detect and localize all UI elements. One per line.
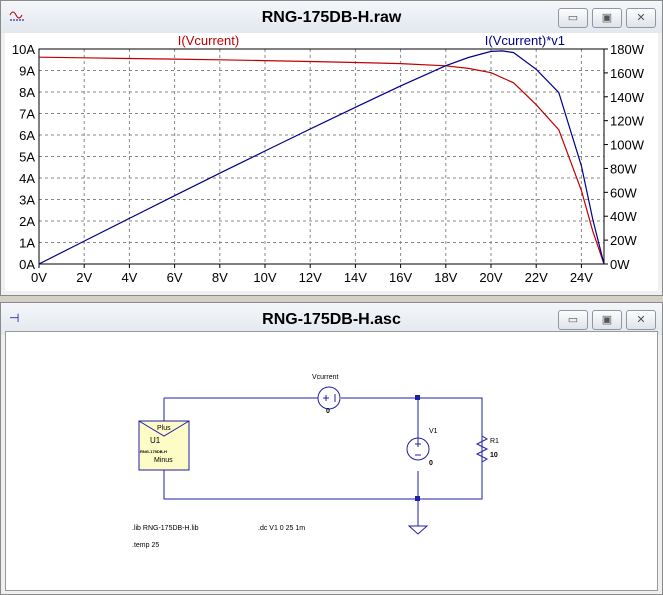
trace-label-0: I(Vcurrent) [178,33,239,48]
y-left-tick-label: 10A [12,42,35,57]
y-left-tick-label: 1A [19,236,35,251]
y-right-tick-label: 180W [610,42,645,57]
plot-frame [38,48,605,265]
x-tick-label: 8V [212,270,228,285]
close-button[interactable]: ✕ [626,8,656,28]
maximize-button[interactable]: ▣ [592,310,622,330]
pin-label-plus: Plus [157,425,171,432]
plot-title: RNG-175DB-H.raw [261,9,402,26]
y-left-tick-label: 7A [19,107,35,122]
component-name-v1: V1 [429,428,438,435]
x-tick-label: 16V [389,270,412,285]
component-name-r1: R1 [490,438,499,445]
x-tick-label: 24V [570,270,593,285]
trace-label-1: I(Vcurrent)*v1 [485,33,565,48]
spice-directive-dc[interactable]: .dc V1 0 25 1m [258,525,306,532]
x-tick-label: 22V [525,270,548,285]
y-right-tick-label: 20W [610,233,637,248]
component-name-vcurrent: Vcurrent [312,374,339,381]
series-line-1 [38,50,605,265]
component-model-u1: RNG-175DB-H [140,449,167,454]
y-right-tick-label: 60W [610,185,637,200]
minimize-button[interactable]: ▭ [558,310,588,330]
x-tick-label: 18V [434,270,457,285]
x-tick-label: 12V [299,270,322,285]
y-left-tick-label: 9A [19,64,35,79]
y-left-tick-label: 4A [19,171,35,186]
component-value-r1: 10 [490,452,498,459]
maximize-button[interactable]: ▣ [592,8,622,28]
y-left-tick-label: 5A [19,150,35,165]
wire [163,397,483,526]
solar-panel-u1[interactable] [138,420,190,471]
y-right-tick-label: 0W [610,257,630,272]
resistor-r1 [475,435,489,463]
x-tick-label: 20V [479,270,502,285]
y-right-tick-label: 80W [610,161,637,176]
y-left-tick-label: 2A [19,214,35,229]
x-tick-label: 14V [344,270,367,285]
y-left-tick-label: 0A [19,257,35,272]
minimize-button[interactable]: ▭ [558,8,588,28]
v1-source [406,437,430,461]
schematic-title: RNG-175DB-H.asc [262,311,401,328]
y-left-tick-label: 8A [19,85,35,100]
schematic-titlebar[interactable]: ⊣ RNG-175DB-H.asc ▭ ▣ ✕ [1,303,662,335]
y-left-tick-label: 6A [19,128,35,143]
component-value-v1: 0 [429,460,433,467]
x-tick-label: 2V [76,270,92,285]
vcurrent-source [317,386,341,410]
chart: 0V 2V 4V 6V 8V 10V 12V 14V 16V 18V 20V 22V 24V 0A 1A 2A… [12,33,645,285]
plot-titlebar[interactable]: RNG-175DB-H.raw ▭ ▣ ✕ [1,1,662,33]
y-left-tick-label: 3A [19,193,35,208]
x-tick-label: 10V [253,270,276,285]
schematic-window: ⊣ RNG-175DB-H.asc ▭ ▣ ✕ Plus U1 RNG-175D… [0,302,663,595]
close-button[interactable]: ✕ [626,310,656,330]
spice-directive-lib[interactable]: .lib RNG-175DB-H.lib [132,525,199,532]
y-right-tick-label: 140W [610,90,645,105]
component-value-vcurrent: 0 [326,408,330,415]
y-right-tick-label: 160W [610,66,645,81]
component-name-u1: U1 [150,436,161,445]
spice-directive-temp[interactable]: .temp 25 [132,542,160,549]
schematic-canvas [138,386,489,535]
series-line-0 [38,56,605,265]
x-tick-label: 0V [31,270,47,285]
y-right-tick-label: 40W [610,209,637,224]
x-tick-label: 4V [121,270,137,285]
schematic-pane[interactable]: Plus U1 RNG-175DB-H Minus Vcurrent 0 V1 … [5,331,658,591]
y-right-tick-label: 100W [610,138,645,153]
plot-window: RNG-175DB-H.raw ▭ ▣ ✕ 0V 2V 4V 6V 8V 10V 12V 14… [0,0,663,296]
ground-symbol [407,525,429,535]
plot-pane[interactable]: 0V 2V 4V 6V 8V 10V 12V 14V 16V 18V 20V 22V 24V 0A 1A 2A… [5,33,658,291]
transistor-icon: ⊣ [9,311,20,325]
x-tick-label: 6V [167,270,183,285]
pin-label-minus: Minus [154,457,173,464]
waveform-icon [9,9,25,23]
y-right-tick-label: 120W [610,114,645,129]
